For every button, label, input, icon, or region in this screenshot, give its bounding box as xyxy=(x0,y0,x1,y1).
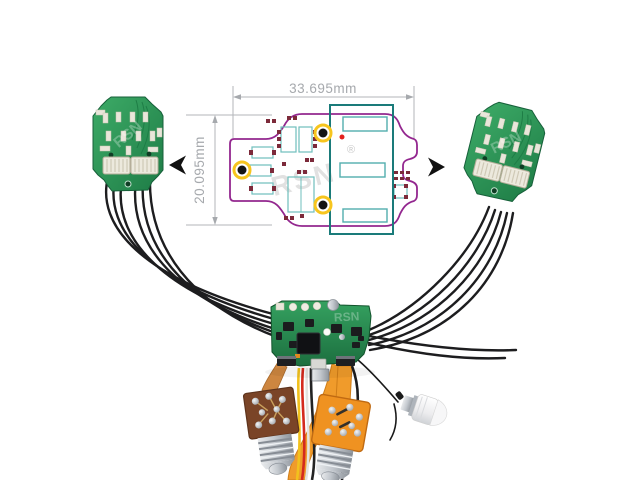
controller-board: RSN xyxy=(265,299,375,382)
led-wire xyxy=(357,359,399,403)
right-wire-bundle xyxy=(367,205,518,360)
controller-watermark: RSN xyxy=(334,309,360,324)
mounting-holes xyxy=(232,123,333,215)
left-arrow-icon xyxy=(169,155,186,175)
dim-arrow-left xyxy=(233,94,241,100)
orange-component xyxy=(295,354,300,358)
battery-holder-outline xyxy=(329,104,394,235)
diagram-watermark: RSN xyxy=(268,157,339,202)
orange-module-solder-joints xyxy=(324,403,363,437)
right-pad-grid xyxy=(392,171,410,199)
test-point xyxy=(339,134,345,140)
led-knot xyxy=(395,391,404,400)
dim-arrow-down xyxy=(212,217,218,225)
brown-light-module xyxy=(242,386,300,475)
height-dimension-label: 20.095mm xyxy=(192,136,207,204)
controller-bottom-connectors xyxy=(277,356,355,382)
width-dimension-label: 33.695mm xyxy=(289,81,357,96)
controller-top-pads xyxy=(275,299,339,312)
silkscreen-components xyxy=(247,116,410,220)
orange-module-threaded-base xyxy=(315,444,354,480)
led-bulb xyxy=(395,391,448,426)
dimension-drawing: 33.695mm 20.095mm RSN xyxy=(186,79,418,235)
left-wing-board xyxy=(92,96,164,192)
inductor xyxy=(296,332,321,355)
right-wing-board xyxy=(458,97,550,207)
left-wire-bundle xyxy=(104,175,279,339)
led-wire-tail xyxy=(389,403,397,441)
brown-module-traces xyxy=(257,397,286,424)
orange-module-traces xyxy=(336,407,351,429)
controller-components xyxy=(276,319,364,358)
registered-mark: ® xyxy=(347,144,355,156)
brown-module-solder-joints xyxy=(251,392,290,429)
extension-lines xyxy=(186,86,415,226)
dim-arrow-up xyxy=(212,115,218,123)
metal-button xyxy=(327,299,339,311)
pcb-outline xyxy=(229,113,418,227)
brown-module-threaded-base xyxy=(257,433,295,475)
dim-arrow-right xyxy=(406,94,414,100)
right-arrow-icon xyxy=(428,157,445,177)
capacitor xyxy=(339,334,345,340)
status-led xyxy=(323,328,331,336)
